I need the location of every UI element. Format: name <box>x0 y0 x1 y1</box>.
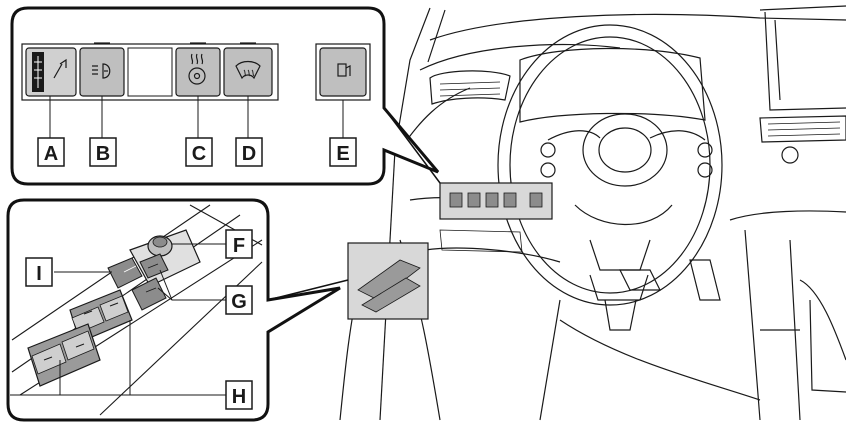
power-window-switches[interactable] <box>27 289 133 387</box>
steering-heater-icon <box>188 53 206 85</box>
top-callout-panel: A B C D E <box>10 6 441 186</box>
door-switch-cluster <box>347 242 429 320</box>
label-e: E <box>329 137 357 167</box>
headlight-leveling-icon <box>92 63 111 79</box>
bottom-label-leaders <box>10 243 226 396</box>
bottom-leader-line <box>267 279 349 301</box>
fuel-door-opener-icon <box>337 63 351 77</box>
top-label-leaders <box>49 96 344 138</box>
switch-e[interactable] <box>315 43 371 101</box>
windshield-deicer-icon <box>235 60 261 80</box>
switch-a[interactable] <box>25 47 77 97</box>
car-interior-drawing <box>339 5 846 421</box>
label-b: B <box>89 137 117 167</box>
label-a-text: A <box>44 143 58 165</box>
switch-d[interactable] <box>223 42 273 97</box>
label-g-text: G <box>231 291 247 313</box>
small-switch-group <box>107 253 169 311</box>
dash-switch-bank <box>439 182 553 220</box>
label-f-text: F <box>233 235 245 257</box>
switch-c[interactable] <box>175 42 221 97</box>
label-a: A <box>37 137 65 167</box>
label-c-text: C <box>192 143 206 165</box>
label-i: I <box>25 257 53 287</box>
label-d-text: D <box>242 143 256 165</box>
switch-b[interactable] <box>79 42 125 97</box>
label-g: G <box>225 285 253 315</box>
label-h-text: H <box>232 386 246 408</box>
label-i-text: I <box>36 263 42 285</box>
label-h: H <box>225 380 253 410</box>
window-lock-switch-icon[interactable] <box>131 277 167 311</box>
bottom-callout-panel: F G H I <box>6 198 349 422</box>
blank-switch-slot <box>127 47 173 97</box>
label-c: C <box>185 137 213 167</box>
label-e-text: E <box>336 143 349 165</box>
top-leader-line <box>383 107 441 184</box>
label-d: D <box>235 137 263 167</box>
mirror-fold-switch-icon[interactable] <box>107 257 143 289</box>
label-f: F <box>225 229 253 259</box>
label-b-text: B <box>96 143 110 165</box>
